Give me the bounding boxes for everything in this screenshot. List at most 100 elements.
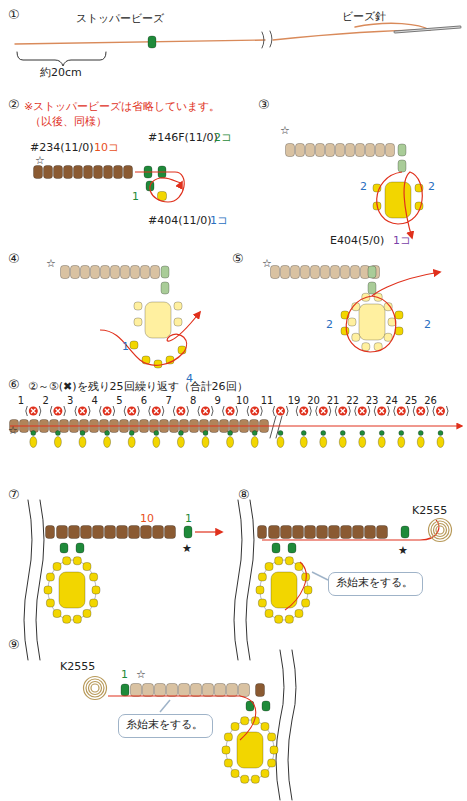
seed-bead	[141, 526, 152, 539]
annotation-label: ビーズ針	[342, 10, 386, 23]
seed-bead	[272, 543, 280, 553]
seed-bead	[265, 609, 273, 617]
cross-mark	[154, 409, 158, 413]
seed-bead	[301, 266, 310, 279]
paren-mark	[173, 406, 188, 416]
seed-bead	[398, 144, 406, 156]
annotation-label: 1コ	[393, 234, 411, 247]
seed-bead	[341, 526, 352, 539]
cross-mark	[358, 407, 367, 416]
annotation-label: 5	[109, 394, 129, 407]
seed-bead	[262, 701, 270, 711]
seed-bead	[63, 557, 71, 565]
thread-line	[10, 426, 462, 427]
seed-bead	[362, 343, 370, 351]
annotation-label: 約20cm	[40, 66, 82, 79]
annotation-label: 21	[323, 394, 343, 407]
seed-bead	[316, 144, 325, 157]
seed-bead	[154, 360, 162, 368]
annotation-label: ☆	[262, 257, 272, 270]
seed-bead	[295, 609, 303, 617]
seed-bead	[241, 775, 249, 783]
seed-bead	[104, 166, 113, 179]
callout-pointer	[312, 572, 328, 580]
paren-mark	[374, 406, 389, 416]
drop-bead	[320, 437, 327, 448]
cross-mark	[31, 409, 35, 413]
cross-mark	[278, 409, 282, 413]
paren-mark	[75, 406, 90, 416]
drop-bead	[359, 437, 366, 448]
annotation-label: 1	[185, 512, 192, 525]
seed-bead	[81, 266, 90, 279]
cross-mark	[78, 407, 87, 416]
annotation-label: K2555	[412, 504, 447, 517]
cross-mark	[105, 409, 109, 413]
cross-mark	[226, 407, 235, 416]
seed-bead	[129, 431, 134, 436]
seed-bead	[161, 266, 169, 278]
seed-bead	[141, 266, 150, 279]
seed-bead	[401, 526, 409, 538]
annotation-label: 2	[424, 318, 431, 331]
annotation-label: 1	[132, 190, 139, 203]
cross-mark	[276, 407, 285, 416]
seed-bead	[53, 563, 61, 571]
seed-bead	[165, 526, 176, 539]
annotation-label: ★	[182, 542, 192, 555]
seed-bead	[366, 144, 375, 157]
annotation-label: 10	[140, 512, 154, 525]
seed-bead	[356, 144, 365, 157]
seed-bead	[352, 333, 360, 341]
seed-bead	[81, 526, 92, 539]
step-number: ⑨	[8, 638, 20, 651]
seed-bead	[134, 302, 142, 310]
seed-bead	[268, 733, 276, 741]
seed-bead	[215, 684, 226, 697]
annotation-label: 26	[421, 394, 441, 407]
seed-bead	[418, 431, 423, 436]
drop-bead	[277, 437, 284, 448]
seed-bead	[301, 431, 306, 436]
annotation-label: #404(11/0)	[148, 214, 212, 227]
annotation-label: 11	[257, 394, 277, 407]
thread-line	[100, 312, 200, 365]
annotation-label: ②～⑤(✖)を残り25回繰り返す（合計26回）	[28, 380, 248, 393]
cross-mark	[53, 407, 62, 416]
seed-bead	[399, 431, 404, 436]
seed-bead	[326, 144, 335, 157]
seed-bead	[73, 557, 81, 565]
wire-coil	[431, 521, 449, 539]
drop-bead	[30, 437, 37, 448]
seed-bead	[73, 615, 81, 623]
cross-mark	[103, 407, 112, 416]
thread-line	[135, 172, 184, 202]
seed-bead	[265, 563, 273, 571]
seed-bead	[76, 543, 84, 553]
seed-bead	[130, 341, 138, 349]
annotation-label: 2	[36, 394, 56, 407]
seed-bead	[60, 543, 68, 553]
thread-line	[262, 520, 439, 540]
seed-bead	[69, 526, 80, 539]
seed-bead	[46, 526, 55, 539]
annotation-label: ☆	[280, 124, 290, 137]
seed-bead	[360, 431, 365, 436]
cross-mark	[130, 409, 134, 413]
paren-mark	[273, 406, 288, 416]
paren-mark	[296, 406, 311, 416]
seed-bead	[258, 526, 267, 539]
annotation-label: 2	[428, 180, 435, 193]
thread-line	[260, 560, 308, 620]
cross-mark	[152, 407, 161, 416]
annotation-label: 19	[284, 394, 304, 407]
paren-mark	[26, 406, 41, 416]
seed-bead	[44, 586, 52, 594]
annotation-label: ☆	[8, 424, 18, 437]
annotation-label: ※ストッパービーズは省略しています。	[24, 100, 220, 113]
seed-bead	[154, 431, 159, 436]
paren-mark	[433, 406, 448, 416]
cross-mark	[341, 409, 345, 413]
seed-bead	[252, 431, 257, 436]
wire-coil	[429, 519, 452, 542]
